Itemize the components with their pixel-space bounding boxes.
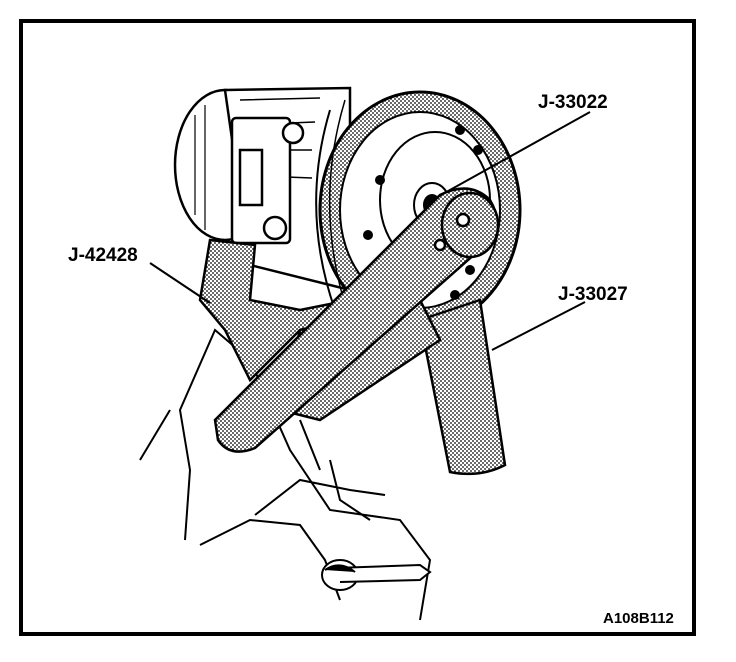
callout-leaders (149, 111, 591, 351)
bolt (321, 559, 432, 591)
callout-j33022: J-33022 (538, 92, 608, 113)
callout-j42428: J-42428 (68, 245, 138, 266)
figure-id: A108B112 (603, 610, 674, 627)
connector-block (230, 116, 305, 245)
callout-j33027: J-33027 (558, 284, 628, 305)
tool-j33022 (213, 187, 500, 453)
